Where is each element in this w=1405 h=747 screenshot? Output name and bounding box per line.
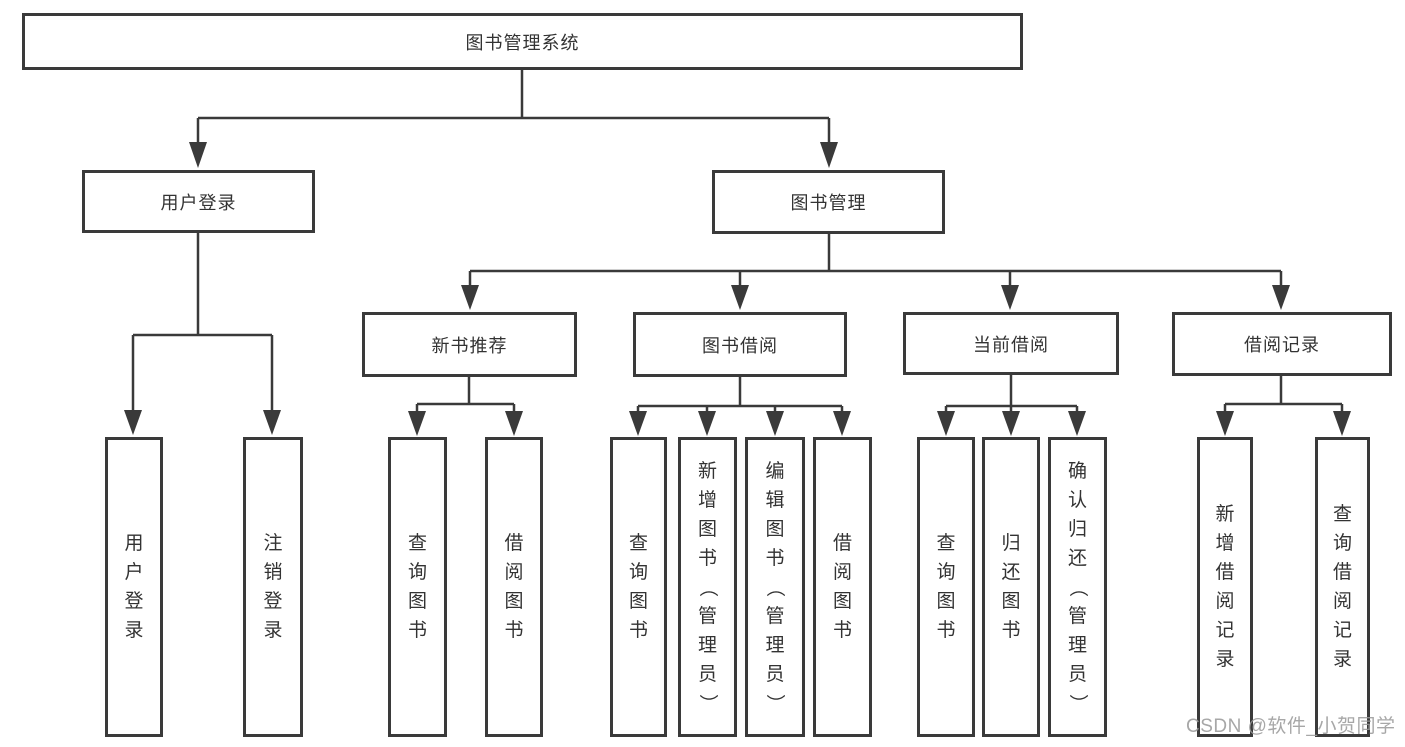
leaf-logout: 注销登录 <box>243 437 303 737</box>
leaf-query-borrow-record: 查询借阅记录 <box>1315 437 1370 737</box>
leaf-query-books-borrowing: 查询图书 <box>610 437 667 737</box>
connector-paths <box>131 70 1344 413</box>
leaf-user-login: 用户登录 <box>105 437 163 737</box>
watermark: CSDN @软件_小贺同学 <box>1186 716 1396 737</box>
leaf-query-books-recommend: 查询图书 <box>388 437 447 737</box>
leaf-add-books-admin: 新增图书（管理员） <box>678 437 737 737</box>
node-current-borrowing: 当前借阅 <box>903 312 1119 375</box>
leaf-add-borrow-record: 新增借阅记录 <box>1197 437 1253 737</box>
node-book-management: 图书管理 <box>712 170 945 234</box>
connector-arrowheads <box>124 142 1351 436</box>
leaf-borrow-books-borrowing: 借阅图书 <box>813 437 872 737</box>
node-library-system: 图书管理系统 <box>22 13 1023 70</box>
leaf-return-books: 归还图书 <box>982 437 1040 737</box>
node-new-book-recommend: 新书推荐 <box>362 312 577 377</box>
node-book-borrowing: 图书借阅 <box>633 312 847 377</box>
leaf-borrow-books-recommend: 借阅图书 <box>485 437 543 737</box>
leaf-confirm-return-admin: 确认归还（管理员） <box>1048 437 1107 737</box>
node-user-login: 用户登录 <box>82 170 315 233</box>
leaf-query-books-current: 查询图书 <box>917 437 975 737</box>
leaf-edit-books-admin: 编辑图书（管理员） <box>745 437 805 737</box>
node-borrowing-records: 借阅记录 <box>1172 312 1392 376</box>
